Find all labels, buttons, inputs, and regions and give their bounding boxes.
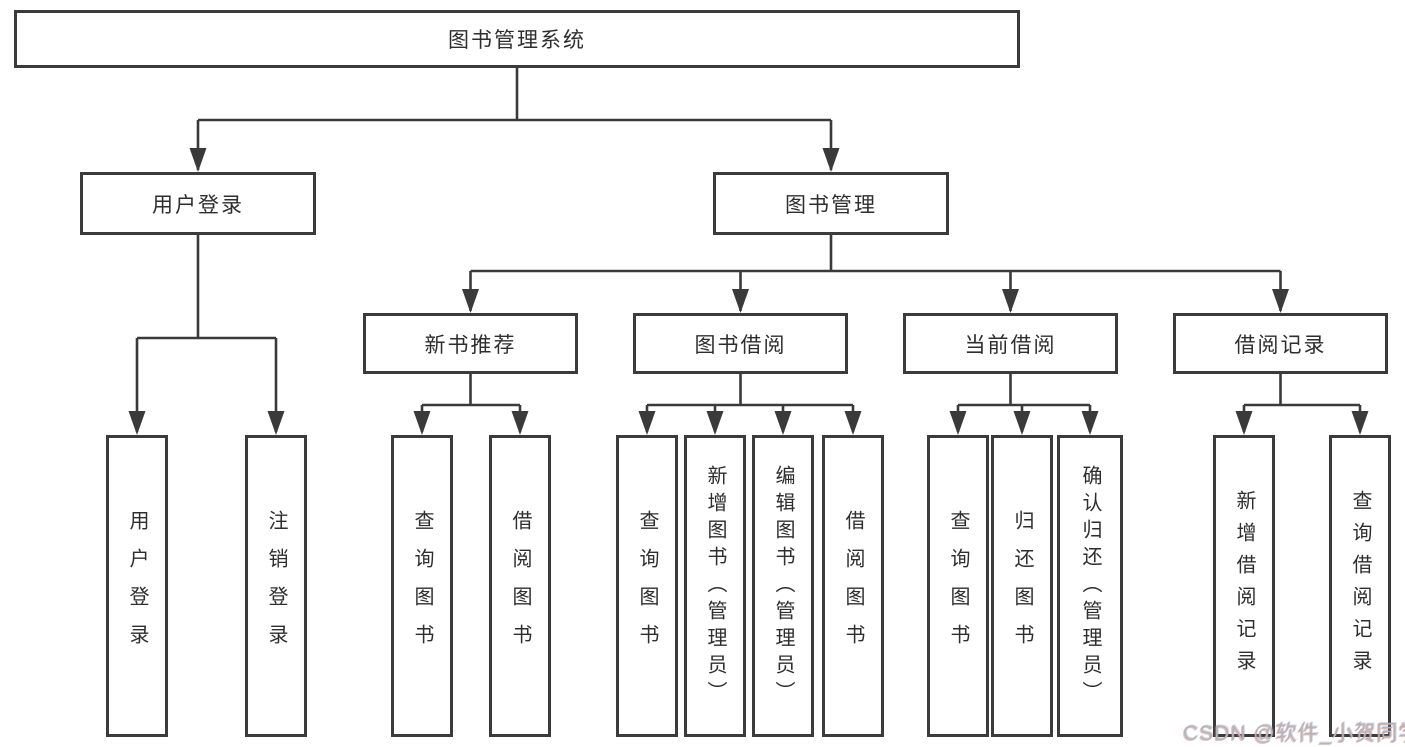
leaf-add-book-admin-label: 新增图书（管理员） — [704, 464, 726, 708]
node-user-login-label: 用户登录 — [152, 193, 244, 217]
node-borrow-record-label: 借阅记录 — [1234, 333, 1327, 357]
leaf-edit-book-admin-label: 编辑图书（管理员） — [772, 464, 794, 708]
node-book-management: 图书管理 — [713, 172, 949, 235]
leaf-current-query-book: 查询图书 — [927, 435, 989, 737]
leaf-recommend-borrow-book-label: 借阅图书 — [509, 510, 531, 662]
leaf-user-login-label: 用户登录 — [126, 510, 148, 662]
leaf-query-borrow-record-label: 查询借阅记录 — [1349, 490, 1371, 682]
leaf-edit-book-admin: 编辑图书（管理员） — [752, 435, 814, 737]
leaf-logout-label: 注销登录 — [265, 510, 287, 662]
watermark: CSDN @软件_小贺同学 — [1183, 722, 1405, 745]
leaf-add-book-admin: 新增图书（管理员） — [684, 435, 746, 737]
leaf-logout: 注销登录 — [245, 435, 307, 737]
leaf-confirm-return-admin-label: 确认归还（管理员） — [1079, 464, 1101, 708]
leaf-return-book-label: 归还图书 — [1011, 510, 1033, 662]
leaf-recommend-query-book: 查询图书 — [391, 435, 453, 737]
node-new-book-recommend: 新书推荐 — [363, 313, 578, 374]
node-current-borrow: 当前借阅 — [903, 313, 1118, 374]
leaf-recommend-query-book-label: 查询图书 — [411, 510, 433, 662]
leaf-current-query-book-label: 查询图书 — [947, 510, 969, 662]
node-new-book-recommend-label: 新书推荐 — [424, 333, 517, 357]
leaf-borrow-query-book: 查询图书 — [616, 435, 678, 737]
node-book-borrow-label: 图书借阅 — [694, 333, 787, 357]
leaf-borrow-query-book-label: 查询图书 — [636, 510, 658, 662]
leaf-user-login: 用户登录 — [106, 435, 168, 737]
leaf-borrow-book: 借阅图书 — [822, 435, 884, 737]
node-book-management-label: 图书管理 — [785, 193, 877, 217]
node-book-borrow: 图书借阅 — [633, 313, 848, 374]
leaf-confirm-return-admin: 确认归还（管理员） — [1057, 435, 1123, 737]
leaf-return-book: 归还图书 — [991, 435, 1053, 737]
node-current-borrow-label: 当前借阅 — [964, 333, 1057, 357]
node-borrow-record: 借阅记录 — [1173, 313, 1388, 374]
leaf-recommend-borrow-book: 借阅图书 — [489, 435, 551, 737]
leaf-borrow-book-label: 借阅图书 — [842, 510, 864, 662]
node-user-login: 用户登录 — [80, 172, 316, 235]
node-library-system-label: 图书管理系统 — [448, 29, 586, 52]
leaf-add-borrow-record: 新增借阅记录 — [1213, 435, 1275, 737]
leaf-query-borrow-record: 查询借阅记录 — [1329, 435, 1391, 737]
node-library-system: 图书管理系统 — [14, 10, 1020, 68]
leaf-add-borrow-record-label: 新增借阅记录 — [1233, 490, 1255, 682]
